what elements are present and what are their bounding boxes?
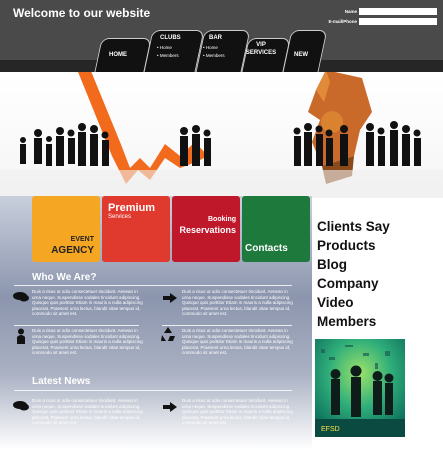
floor-reflection [0, 170, 443, 198]
news-blurb-1: Duis a risus ut odio consectetuer tincid… [32, 398, 143, 426]
who-divider-left [14, 325, 139, 326]
link-company[interactable]: Company [317, 276, 379, 291]
hero-banner [0, 72, 443, 198]
who-blurb-4: Duis a risus ut odio consectetuer tincid… [182, 328, 293, 356]
news-divider [14, 390, 292, 391]
who-we-are-title: Who We Are? [32, 272, 97, 283]
link-clients-say[interactable]: Clients Say [317, 219, 390, 234]
news-arrow-right-icon [163, 399, 177, 417]
tile-booking-big: Reservations [179, 225, 236, 235]
crowd-left-silhouette [20, 123, 211, 166]
tile-contacts-big: Contacts [245, 243, 288, 254]
welcome-title: Welcome to our website [13, 6, 151, 20]
link-video[interactable]: Video [317, 295, 354, 310]
name-label: Name [344, 9, 357, 14]
bar-members-link[interactable]: • Members [203, 53, 225, 58]
tab-home-label[interactable]: HOME [109, 52, 127, 58]
tile-premium-services[interactable]: Premium Services [102, 196, 170, 262]
promo-image: EFSD [315, 339, 405, 437]
speech-bubble-icon [12, 290, 30, 308]
latest-news-title: Latest News [32, 376, 91, 387]
promo-text: EFSD [321, 426, 340, 433]
who-blurb-1: Duis a risus ut odio consectetuer tincid… [32, 289, 143, 317]
tab-new-label[interactable]: NEW [294, 52, 308, 58]
recycle-icon [160, 326, 176, 347]
email-input[interactable] [359, 18, 437, 25]
tile-booking-reservations[interactable]: Booking Reservations [172, 196, 240, 262]
who-blurb-3: Duis a risus ut odio consectetuer tincid… [32, 328, 143, 356]
link-members[interactable]: Members [317, 314, 377, 329]
tile-event-agency[interactable]: EVENT AGENCY [32, 196, 100, 262]
who-divider [14, 285, 292, 286]
news-blurb-2: Duis a risus ut odio consectetuer tincid… [182, 398, 293, 426]
email-label: E-mail/Phone [328, 19, 357, 24]
news-speech-bubble-icon [12, 399, 30, 417]
person-icon [16, 328, 26, 349]
tile-contacts[interactable]: Contacts [242, 196, 310, 262]
growth-arrow-icon [78, 72, 208, 184]
tab-bar-label[interactable]: BAR [209, 35, 222, 41]
tab-vip-label[interactable]: VIP [256, 42, 266, 48]
tab-services-label[interactable]: SERVICES [245, 50, 277, 56]
who-divider-right [162, 325, 292, 326]
bar-home-link[interactable]: • Home [203, 45, 218, 50]
clubs-members-link[interactable]: • Members [157, 53, 179, 58]
arrow-right-icon [163, 290, 177, 308]
hero-illustration [0, 72, 443, 198]
tile-premium-big: Premium [108, 202, 156, 214]
who-blurb-2: Duis a risus ut odio consectetuer tincid… [182, 289, 293, 317]
tile-event-big: AGENCY [51, 245, 94, 256]
tile-booking-small: Booking [208, 216, 236, 223]
clubs-home-link[interactable]: • Home [157, 45, 172, 50]
tab-clubs-label[interactable]: CLUBS [160, 35, 181, 41]
tile-event-small: EVENT [70, 236, 94, 243]
link-products[interactable]: Products [317, 238, 376, 253]
crowd-right-silhouette [293, 121, 421, 166]
link-blog[interactable]: Blog [317, 257, 347, 272]
tile-premium-small: Services [108, 214, 132, 220]
name-input[interactable] [359, 8, 437, 15]
